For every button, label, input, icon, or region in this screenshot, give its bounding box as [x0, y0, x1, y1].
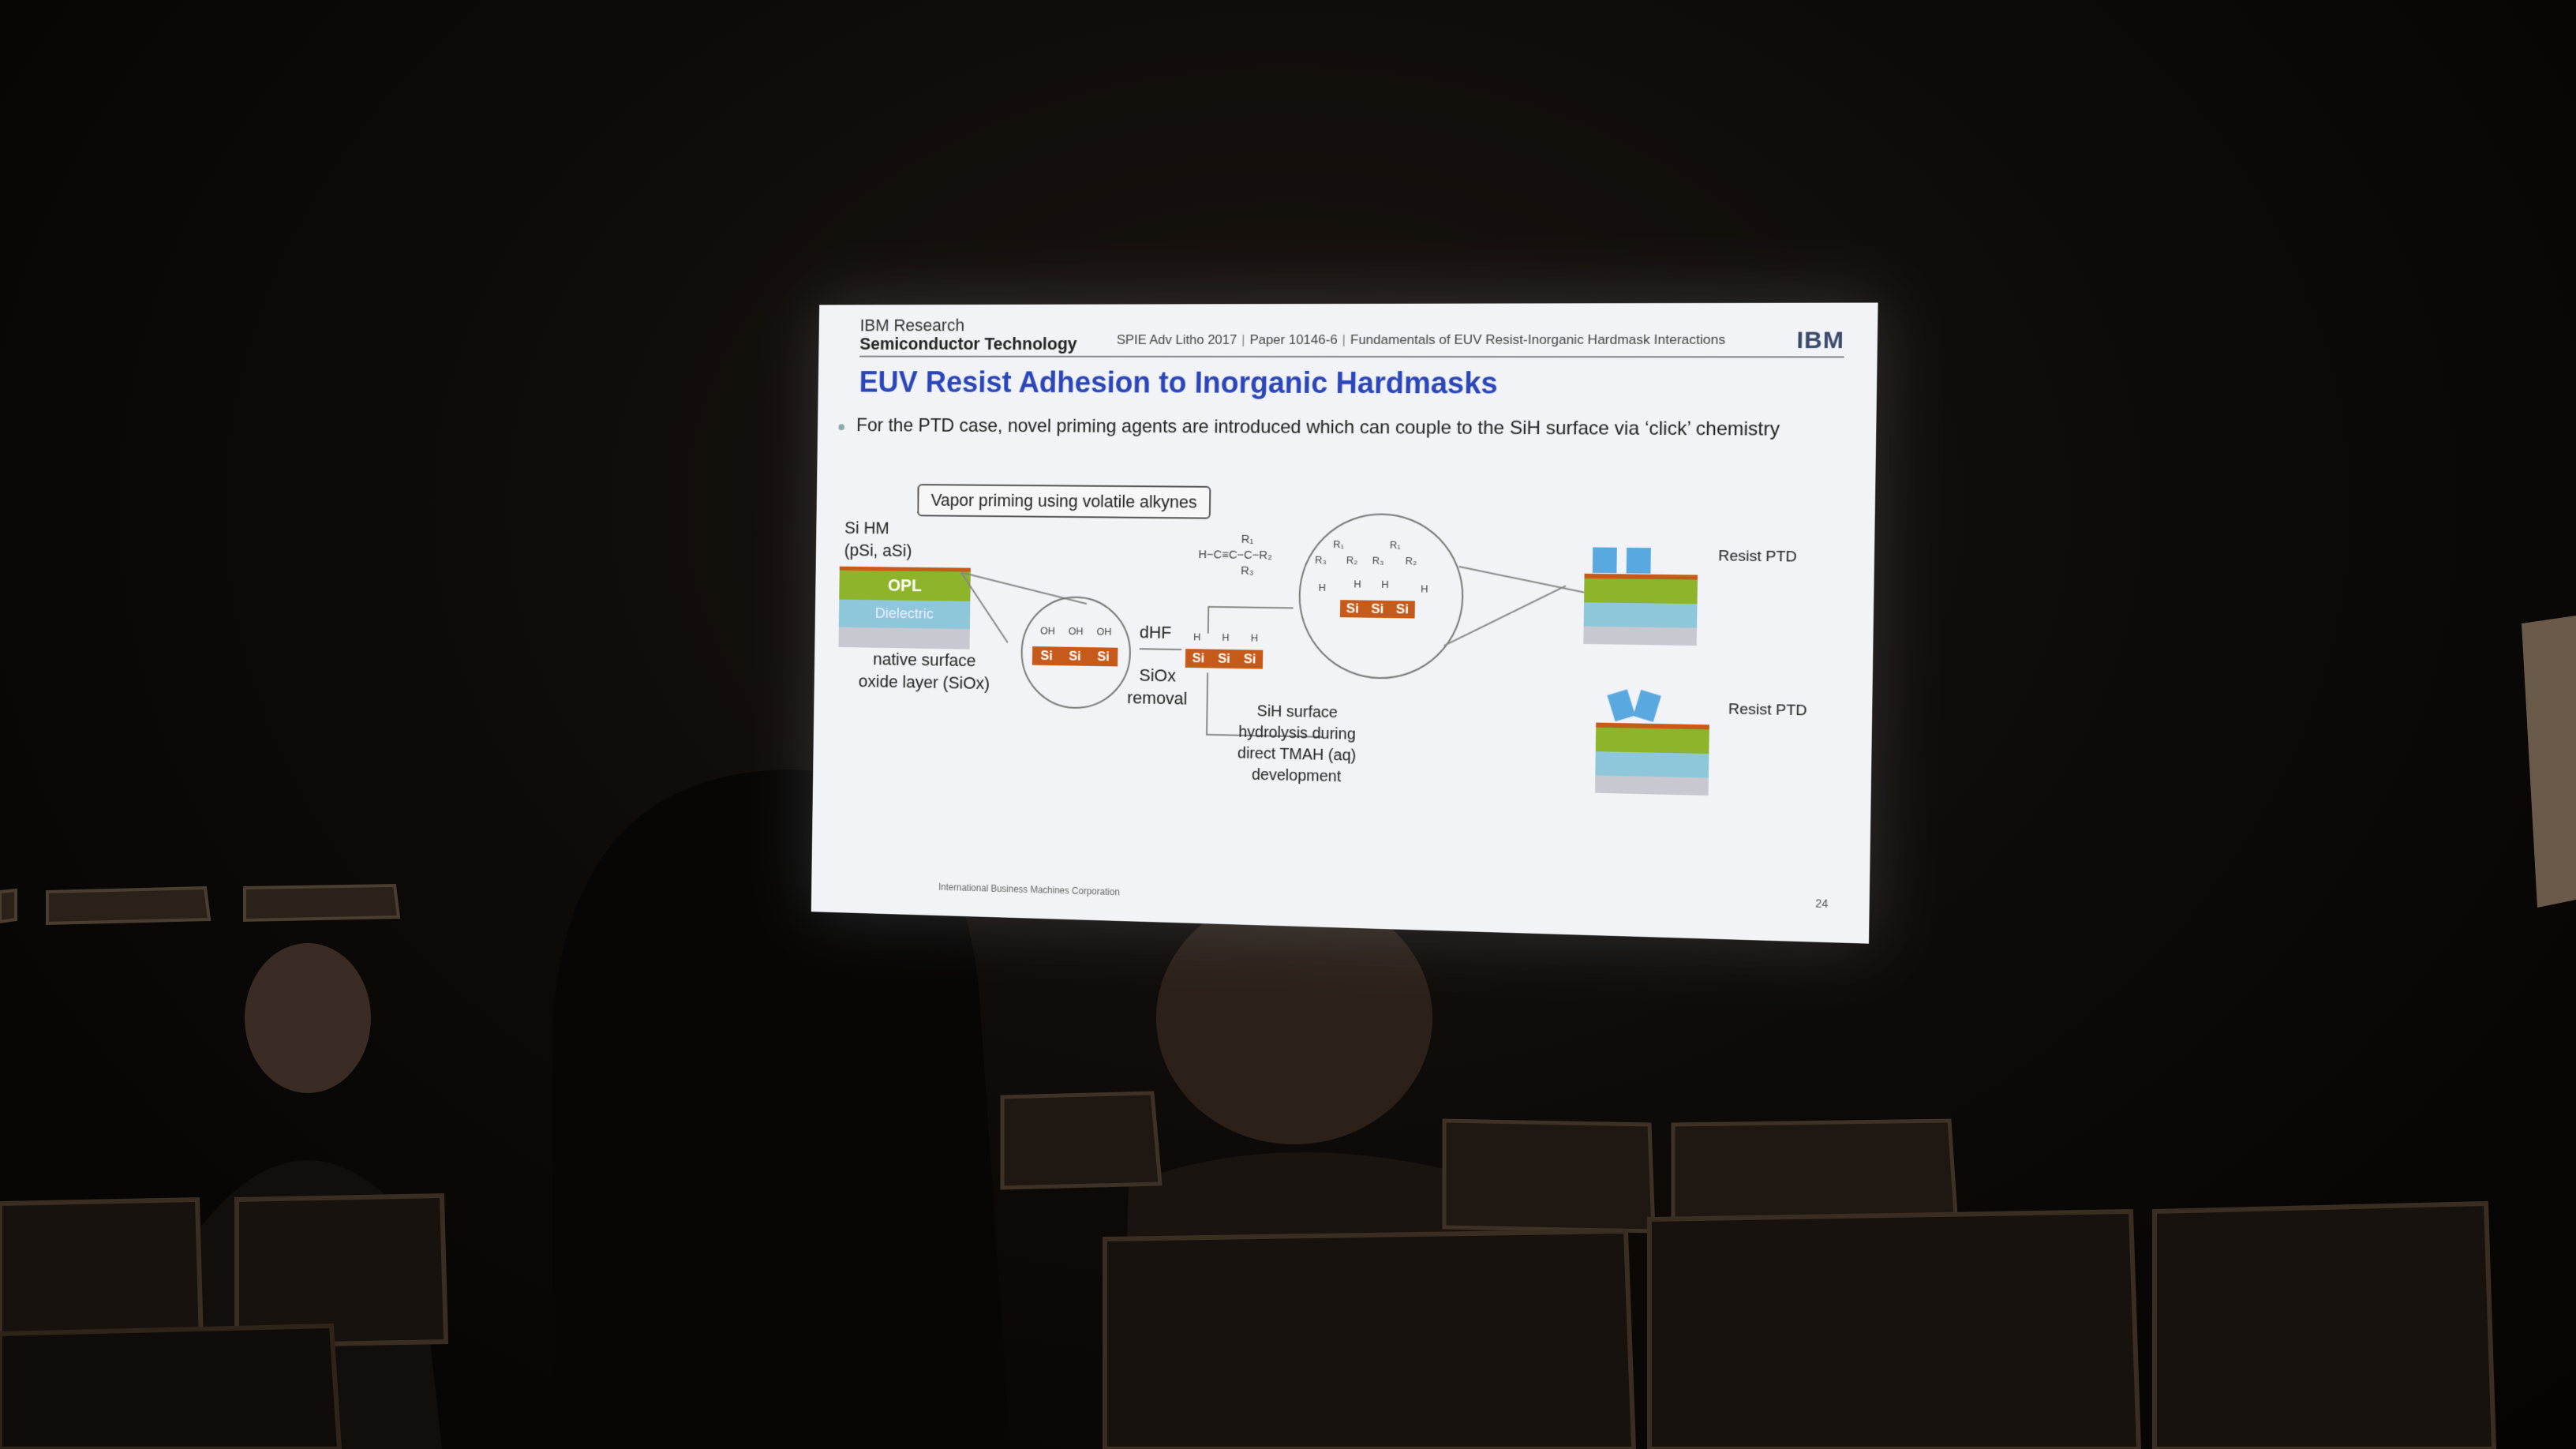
sih-line2: hydrolysis during	[1219, 721, 1376, 746]
seat-back	[47, 888, 209, 923]
resist-line-collapsed	[1607, 689, 1635, 721]
opl-layer: OPL	[839, 571, 971, 601]
process-arrow	[1206, 672, 1208, 736]
conference-name: SPIE Adv Litho 2017	[1117, 332, 1237, 347]
native-oxide-label-line1: native surface	[831, 647, 1019, 672]
resist-line-collapsed	[1633, 690, 1661, 722]
resist-line	[1593, 547, 1617, 573]
siox-removal-line1: SiOx	[1127, 664, 1188, 687]
process-arrow	[1208, 606, 1293, 608]
zoom-line	[1458, 566, 1584, 593]
resist-ptd-label: Resist PTD	[1718, 545, 1797, 569]
seat-back	[237, 1196, 446, 1346]
ibm-logo: IBM	[1796, 327, 1844, 354]
seat-back	[1649, 1211, 2139, 1449]
process-arrow	[1140, 648, 1182, 650]
h-label: H	[1193, 625, 1201, 648]
r1-label: R₁	[1333, 533, 1344, 556]
oh-label: OH	[1096, 620, 1111, 643]
r2-label: R₂	[1405, 549, 1417, 572]
sign-edge	[2522, 616, 2576, 908]
h-label: H	[1222, 626, 1230, 649]
page-number: 24	[1815, 897, 1828, 910]
sih-line3: direct TMAH (aq)	[1219, 743, 1375, 767]
siox-removal-label: SiOx removal	[1127, 664, 1188, 710]
person-head	[245, 943, 371, 1093]
substrate-layer	[838, 627, 969, 650]
dhf-label: dHF	[1140, 621, 1172, 644]
si-atom: Si	[1371, 601, 1383, 617]
film-stack-left: OPL Dielectric	[838, 567, 970, 650]
h-label: H	[1381, 573, 1389, 596]
opl-layer	[1596, 728, 1709, 754]
si-surface-oh: Si Si Si	[1032, 646, 1118, 666]
seat-back	[0, 890, 16, 922]
seat-back	[0, 1200, 201, 1346]
dielectric-layer	[1584, 602, 1698, 627]
si-atom: Si	[1346, 601, 1359, 616]
org-line-1: IBM Research	[859, 316, 964, 336]
presentation-slide: IBM Research Semiconductor Technology SP…	[811, 303, 1878, 944]
si-atom: Si	[1192, 650, 1204, 666]
person-head	[1156, 892, 1432, 1144]
vapor-priming-box: Vapor priming using volatile alkynes	[917, 484, 1211, 519]
h-label: H	[1354, 572, 1361, 595]
slide-footer: International Business Machines Corporat…	[938, 882, 1120, 897]
si-atom: Si	[1069, 649, 1081, 665]
seat-back	[1002, 1093, 1160, 1188]
native-oxide-label: native surface oxide layer (SiOx)	[830, 647, 1019, 695]
h-label: H	[1421, 577, 1428, 600]
siox-removal-line2: removal	[1127, 686, 1188, 710]
native-oxide-label-line2: oxide layer (SiOx)	[830, 669, 1018, 695]
process-arrow	[1208, 606, 1209, 634]
si-atom: Si	[1396, 601, 1409, 617]
si-hm-label-line1: Si HM	[844, 516, 912, 539]
si-hm-label-line2: (pSi, aSi)	[844, 539, 912, 562]
oh-label: OH	[1040, 620, 1055, 642]
seat-back	[1105, 1231, 1634, 1449]
oh-label: OH	[1069, 620, 1084, 642]
opl-layer	[1584, 578, 1698, 604]
h-label: H	[1251, 627, 1259, 650]
r1-label: R₁	[1390, 534, 1401, 556]
si-hm-label: Si HM (pSi, aSi)	[844, 516, 912, 562]
si-surface-h: Si Si Si	[1185, 649, 1263, 668]
sih-hydrolysis-label: SiH surface hydrolysis during direct TMA…	[1219, 700, 1376, 788]
alkyne-r3: R₃	[1241, 560, 1254, 582]
dielectric-layer: Dielectric	[839, 600, 971, 630]
dielectric-layer	[1595, 751, 1709, 778]
sih-line1: SiH surface	[1219, 700, 1376, 724]
r2-label: R₂	[1346, 549, 1358, 571]
resist-line	[1627, 548, 1651, 574]
substrate-layer	[1595, 775, 1709, 796]
seat-back	[245, 886, 399, 920]
substrate-layer	[1583, 627, 1697, 646]
talk-title: Fundamentals of EUV Resist-Inorganic Har…	[1350, 332, 1725, 347]
seat-back	[2155, 1204, 2494, 1449]
resist-ptd-label: Resist PTD	[1728, 698, 1807, 723]
si-atom: Si	[1097, 649, 1110, 665]
r3-label: R₃	[1372, 549, 1383, 572]
r3-label: R₃	[1315, 549, 1327, 571]
film-stack-primed	[1583, 574, 1698, 646]
alkyne-formula: H−C≡C−C−R₂	[1198, 543, 1272, 567]
si-atom: Si	[1218, 651, 1230, 667]
slide-title: EUV Resist Adhesion to Inorganic Hardmas…	[859, 366, 1498, 401]
si-surface-primed: Si Si Si	[1340, 600, 1415, 618]
header-meta: SPIE Adv Litho 2017|Paper 10146-6|Fundam…	[1117, 332, 1725, 348]
bullet-marker	[838, 424, 844, 430]
h-label: H	[1318, 576, 1326, 599]
seat-back	[1444, 1121, 1653, 1231]
si-atom: Si	[1040, 648, 1053, 664]
si-atom: Si	[1244, 651, 1256, 667]
header-divider	[859, 356, 1844, 358]
film-stack-unprimed	[1595, 723, 1709, 796]
sih-line4: development	[1219, 764, 1375, 788]
org-line-2: Semiconductor Technology	[859, 334, 1077, 354]
paper-number: Paper 10146-6	[1249, 332, 1337, 347]
projection-screen: IBM Research Semiconductor Technology SP…	[811, 303, 1878, 944]
seat-back	[0, 1326, 339, 1449]
bullet-text: For the PTD case, novel priming agents a…	[856, 415, 1780, 441]
